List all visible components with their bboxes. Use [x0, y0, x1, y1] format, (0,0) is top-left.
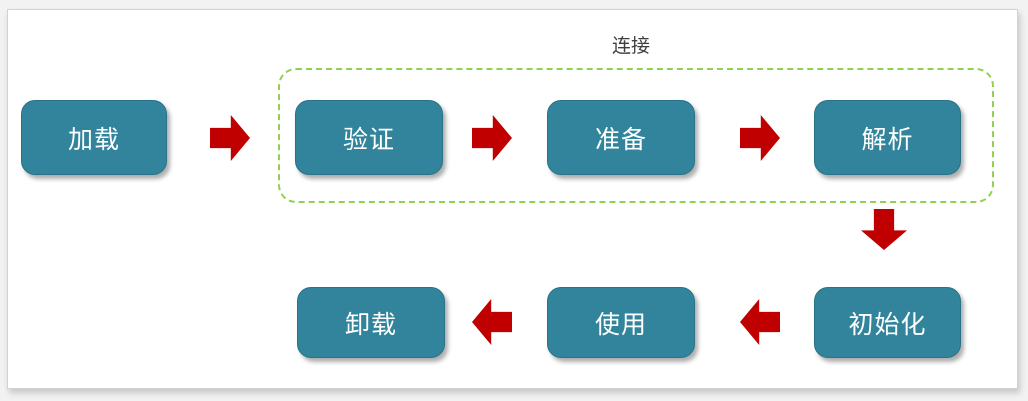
node-use: 使用: [547, 287, 695, 358]
node-prepare: 准备: [547, 100, 695, 175]
node-resolve: 解析: [814, 100, 961, 175]
node-load: 加载: [21, 100, 167, 175]
node-unload: 卸载: [297, 287, 445, 358]
node-verify: 验证: [295, 100, 443, 175]
group-label-link: 连接: [611, 36, 650, 57]
node-initialize: 初始化: [814, 287, 961, 358]
link-group-dashed-border: [278, 68, 994, 203]
